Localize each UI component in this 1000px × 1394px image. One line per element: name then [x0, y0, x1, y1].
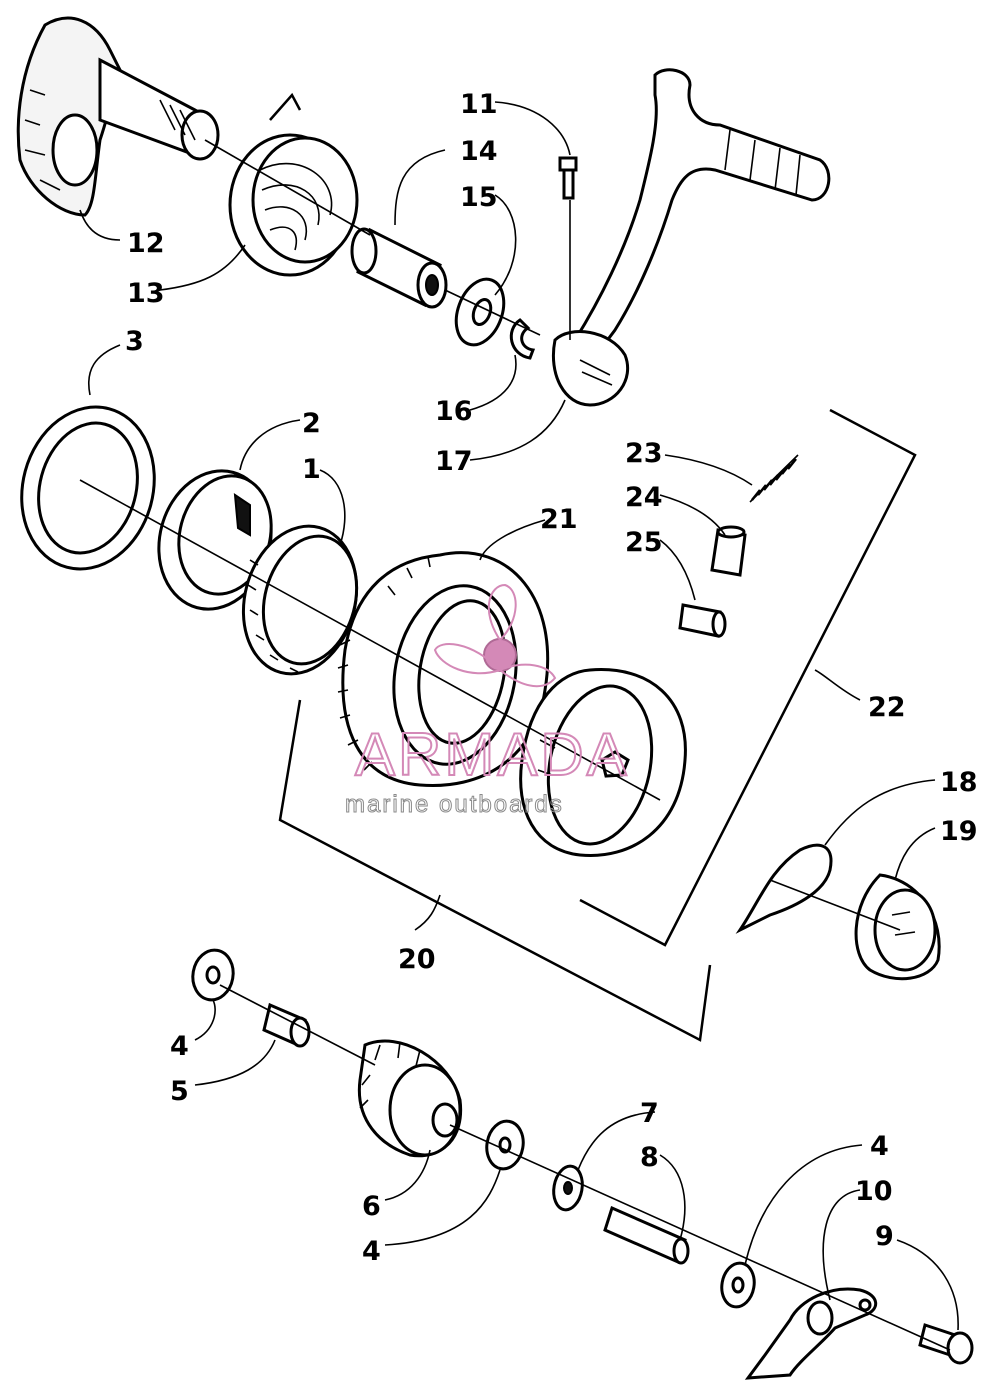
callout-24: 24 — [625, 482, 663, 513]
spring-part-23 — [749, 454, 799, 503]
washer-part-4-lower — [720, 1261, 756, 1309]
callout-16: 16 — [435, 396, 473, 427]
callout-11: 11 — [460, 89, 498, 120]
callout-2: 2 — [302, 408, 321, 439]
pawl-spring-part-18 — [735, 843, 833, 934]
pin-part-24 — [710, 525, 747, 577]
washer-part-4-upper — [191, 948, 235, 1002]
callout-23: 23 — [625, 438, 663, 469]
callout-4-upper: 4 — [170, 1031, 189, 1062]
callout-12: 12 — [127, 228, 165, 259]
spring-case-part-13 — [228, 92, 359, 277]
axis-lines — [79, 139, 951, 1351]
leader-lines — [79, 101, 959, 1331]
callout-13: 13 — [127, 278, 165, 309]
pin-part-25 — [678, 603, 727, 638]
sleeve-part-14 — [350, 227, 448, 309]
lever-part-10 — [744, 1287, 878, 1380]
watermark-tagline: marine outboards — [345, 791, 564, 818]
bolt-part-11 — [558, 156, 578, 200]
callout-15: 15 — [460, 182, 498, 213]
callout-19: 19 — [940, 816, 978, 847]
gasket-ring-part-3 — [20, 405, 156, 571]
washer-part-4-middle — [485, 1119, 525, 1171]
knob-part-19 — [854, 873, 941, 981]
circlip-part-16 — [509, 318, 536, 360]
roller-bearing-part-1 — [241, 524, 359, 676]
callout-14: 14 — [460, 136, 498, 167]
callout-labels: 11 14 15 12 13 3 16 2 17 23 1 24 21 25 2… — [125, 89, 978, 1267]
kick-shaft-part-12 — [16, 16, 220, 217]
screw-part-9 — [918, 1323, 974, 1365]
callout-4-right: 4 — [870, 1131, 889, 1162]
ring-gear-part-21 — [337, 551, 550, 788]
callout-18: 18 — [940, 767, 978, 798]
gear-part-6 — [357, 1039, 463, 1158]
callout-22: 22 — [868, 692, 906, 723]
callout-17: 17 — [435, 446, 473, 477]
needle-bearing-part-5 — [262, 1002, 311, 1048]
pawl-carrier-part — [519, 668, 687, 858]
callout-7: 7 — [640, 1098, 659, 1129]
callout-8: 8 — [640, 1142, 659, 1173]
bracket-group-22 — [579, 408, 917, 947]
callout-9: 9 — [875, 1221, 894, 1252]
callout-1: 1 — [302, 454, 321, 485]
pin-part-8 — [603, 1205, 690, 1265]
callout-6: 6 — [362, 1191, 381, 1222]
watermark-brand: ARMADA — [355, 721, 630, 788]
watermark: ARMADA marine outboards — [345, 583, 630, 819]
kick-lever-part-17 — [552, 68, 831, 407]
washer-part-15 — [454, 277, 506, 347]
callout-20: 20 — [398, 944, 436, 975]
callout-25: 25 — [625, 527, 663, 558]
callout-10: 10 — [855, 1176, 893, 1207]
callout-5: 5 — [170, 1076, 189, 1107]
callout-4-middle: 4 — [362, 1236, 381, 1267]
callout-21: 21 — [540, 504, 578, 535]
bracket-group-20 — [278, 699, 712, 1042]
washer-part-7 — [552, 1164, 584, 1212]
callout-3: 3 — [125, 326, 144, 357]
